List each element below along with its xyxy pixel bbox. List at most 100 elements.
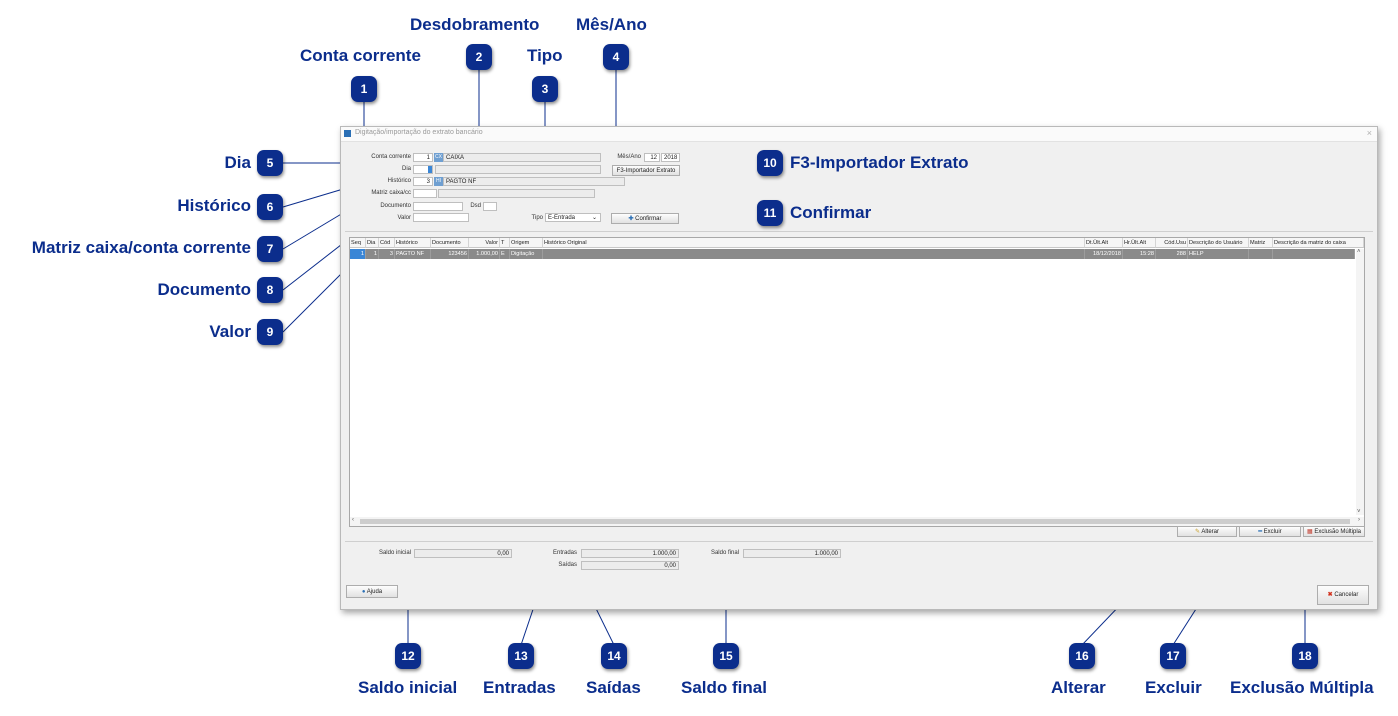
conta-corrente-code-input[interactable]: 1 — [413, 153, 433, 162]
col-header-seq[interactable]: Seq — [350, 238, 366, 248]
col-header-descricao-usuario[interactable]: Descrição do Usuário — [1188, 238, 1249, 248]
cell-tipo[interactable]: E — [500, 249, 510, 259]
callout-badge-2: 2 — [466, 44, 492, 70]
ajuda-button[interactable]: ● Ajuda — [346, 585, 398, 598]
cell-cod[interactable]: 3 — [379, 249, 395, 259]
entradas-value: 1.000,00 — [581, 549, 679, 558]
exclusao-multipla-button[interactable]: ▦ Exclusão Múltipla — [1303, 526, 1365, 537]
cell-valor[interactable]: 1.000,00 — [469, 249, 500, 259]
alterar-label: Alterar — [1201, 529, 1220, 535]
label-matriz: Matriz caixa/cc — [371, 190, 411, 196]
matriz-description — [438, 189, 595, 198]
scroll-right-icon[interactable]: › — [1358, 517, 1360, 523]
callout-text-17: Excluir — [1145, 678, 1202, 697]
col-header-cod-usu[interactable]: Cód.Usu — [1156, 238, 1188, 248]
totals-separator — [345, 541, 1373, 542]
callout-badge-11: 11 — [757, 200, 783, 226]
conta-corrente-name: CAIXA — [443, 153, 601, 162]
scroll-down-icon[interactable]: ˅ — [1357, 509, 1361, 515]
cell-historico-original[interactable] — [543, 249, 1085, 259]
callout-badge-3: 3 — [532, 76, 558, 102]
scroll-up-icon[interactable]: ˄ — [1357, 249, 1361, 255]
chevron-down-icon: ⌄ — [591, 215, 597, 221]
excluir-button[interactable]: ━ Excluir — [1239, 526, 1301, 537]
multi-delete-icon: ▦ — [1306, 529, 1313, 535]
cell-historico[interactable]: PAGTO NF — [395, 249, 431, 259]
vertical-scrollbar[interactable]: ˄ ˅ — [1356, 249, 1364, 515]
title-bar: Digitação/importação do extrato bancário… — [341, 127, 1377, 142]
callout-text-18: Exclusão Múltipla — [1230, 678, 1374, 697]
cell-dt-ult-alt[interactable]: 18/12/2018 — [1085, 249, 1123, 259]
conta-corrente-lookup-icon[interactable]: CX — [434, 153, 443, 162]
saldo-final-value: 1.000,00 — [743, 549, 841, 558]
close-icon[interactable]: × — [1366, 128, 1372, 138]
dia-description — [435, 165, 601, 174]
col-header-matriz[interactable]: Matriz — [1249, 238, 1273, 248]
cell-seq[interactable]: 1 — [350, 249, 366, 259]
window-title: Digitação/importação do extrato bancário — [355, 129, 483, 136]
matriz-code-input[interactable] — [413, 189, 437, 198]
cell-matriz[interactable] — [1249, 249, 1273, 259]
horizontal-scroll-thumb[interactable] — [360, 519, 1350, 524]
label-historico: Histórico — [387, 178, 411, 184]
cell-dia[interactable]: 1 — [366, 249, 379, 259]
cell-documento[interactable]: 123456 — [431, 249, 469, 259]
help-icon: ● — [361, 589, 366, 595]
horizontal-scrollbar[interactable]: ‹ › — [350, 517, 1364, 526]
col-header-historico-original[interactable]: Histórico Original — [543, 238, 1085, 248]
callout-text-11: Confirmar — [790, 203, 872, 222]
label-dia: Dia — [401, 166, 411, 172]
callout-badge-4: 4 — [603, 44, 629, 70]
scroll-left-icon[interactable]: ‹ — [352, 517, 354, 523]
label-conta-corrente: Conta corrente — [371, 154, 411, 160]
col-header-descricao-matriz[interactable]: Descrição da matriz do caixa — [1273, 238, 1364, 248]
documento-input[interactable] — [413, 202, 463, 211]
col-header-tipo[interactable]: T — [500, 238, 510, 248]
callout-badge-13: 13 — [508, 643, 534, 669]
cell-cod-usu[interactable]: 288 — [1156, 249, 1188, 259]
cell-hr-ult-alt[interactable]: 15:28 — [1123, 249, 1156, 259]
callout-badge-14: 14 — [601, 643, 627, 669]
col-header-cod[interactable]: Cód — [379, 238, 395, 248]
edit-icon: ✎ — [1194, 529, 1200, 535]
cancelar-button[interactable]: ✖ Cancelar — [1317, 585, 1369, 605]
table-row[interactable]: 1 1 3 PAGTO NF 123456 1.000,00 E Digitaç… — [350, 249, 1355, 259]
app-icon — [344, 130, 351, 137]
tipo-select[interactable]: E-Entrada ⌄ — [545, 213, 601, 222]
alterar-button[interactable]: ✎ Alterar — [1177, 526, 1237, 537]
label-saidas: Saídas — [558, 562, 577, 568]
historico-lookup-icon[interactable]: HI — [434, 177, 443, 186]
label-dsd: Dsd — [470, 203, 481, 209]
callout-badge-18: 18 — [1292, 643, 1318, 669]
callout-text-10: F3-Importador Extrato — [790, 153, 969, 172]
col-header-valor[interactable]: Valor — [469, 238, 500, 248]
callout-badge-8: 8 — [257, 277, 283, 303]
callout-text-8: Documento — [157, 280, 252, 299]
valor-input[interactable] — [413, 213, 469, 222]
dia-input[interactable] — [413, 165, 433, 174]
ajuda-label: Ajuda — [366, 589, 383, 595]
historico-name: PAGTO NF — [443, 177, 625, 186]
importador-extrato-button[interactable]: F3-Importador Extrato — [612, 165, 680, 176]
col-header-documento[interactable]: Documento — [431, 238, 469, 248]
minus-icon: ━ — [1258, 529, 1262, 535]
col-header-historico[interactable]: Histórico — [395, 238, 431, 248]
col-header-origem[interactable]: Origem — [510, 238, 543, 248]
mes-input[interactable]: 12 — [644, 153, 660, 162]
form-separator — [345, 231, 1373, 232]
callout-badge-1: 1 — [351, 76, 377, 102]
col-header-hr-ult-alt[interactable]: Hr.Ült.Alt — [1123, 238, 1156, 248]
col-header-dt-ult-alt[interactable]: Dt.Ült.Alt — [1085, 238, 1123, 248]
confirmar-button[interactable]: ✚ Confirmar — [611, 213, 679, 224]
cell-descricao-usuario[interactable]: HELP — [1188, 249, 1249, 259]
lancamentos-grid[interactable]: Seq Dia Cód Histórico Documento Valor T … — [349, 237, 1365, 527]
callout-badge-17: 17 — [1160, 643, 1186, 669]
callout-text-2: Desdobramento — [410, 15, 540, 34]
cell-origem[interactable]: Digitação — [510, 249, 543, 259]
callout-text-16: Alterar — [1051, 678, 1106, 697]
col-header-dia[interactable]: Dia — [366, 238, 379, 248]
cell-descricao-matriz[interactable] — [1273, 249, 1355, 259]
ano-input[interactable]: 2018 — [661, 153, 680, 162]
historico-code-input[interactable]: 3 — [413, 177, 433, 186]
dsd-input[interactable] — [483, 202, 497, 211]
